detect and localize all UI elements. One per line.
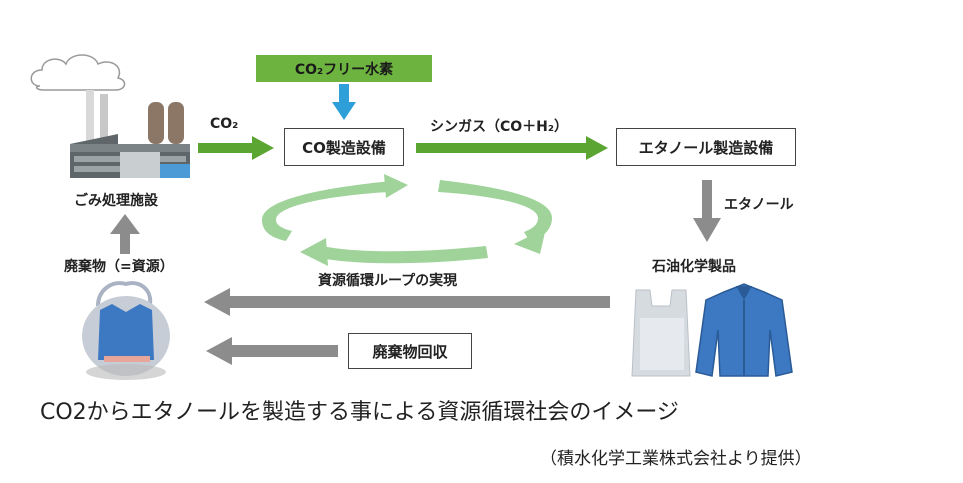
syngas-label: シンガス（CO＋H₂）	[430, 119, 569, 135]
ethanol-arrow	[693, 180, 721, 242]
petrochemicals-label: 石油化学製品	[652, 259, 736, 275]
hydrogen-arrow	[332, 84, 356, 120]
recycle-loop	[262, 174, 552, 266]
waste-collection-label: 廃棄物回収	[372, 342, 448, 361]
co-plant-box: CO製造設備	[284, 128, 404, 166]
waste-collection-box: 廃棄物回収	[348, 333, 472, 369]
plastic-bag-icon	[631, 289, 691, 377]
collection-arrow	[206, 337, 338, 365]
syngas-arrow	[416, 136, 608, 160]
co-plant-label: CO製造設備	[302, 138, 386, 157]
jacket-icon	[695, 283, 793, 377]
co2-label: CO₂	[210, 116, 239, 132]
caption: CO2からエタノールを製造する事による資源循環社会のイメージ	[40, 400, 679, 425]
hydrogen-source-label: CO₂フリー水素	[294, 61, 394, 78]
ethanol-label: エタノール	[724, 197, 794, 213]
loop-label: 資源循環ループの実現	[318, 273, 458, 289]
waste-facility-label: ごみ処理施設	[74, 193, 158, 209]
cloud-icon	[30, 54, 126, 91]
return-arrow	[204, 288, 610, 316]
waste-resource-arrow	[110, 214, 140, 254]
hydrogen-source-box: CO₂フリー水素	[256, 55, 432, 82]
co2-arrow	[198, 136, 274, 160]
ethanol-plant-box: エタノール製造設備	[616, 128, 796, 166]
ethanol-plant-label: エタノール製造設備	[638, 138, 774, 157]
waste-resource-label: 廃棄物（=資源）	[64, 259, 174, 275]
credit: （積水化学工業株式会社より提供）	[540, 449, 812, 469]
